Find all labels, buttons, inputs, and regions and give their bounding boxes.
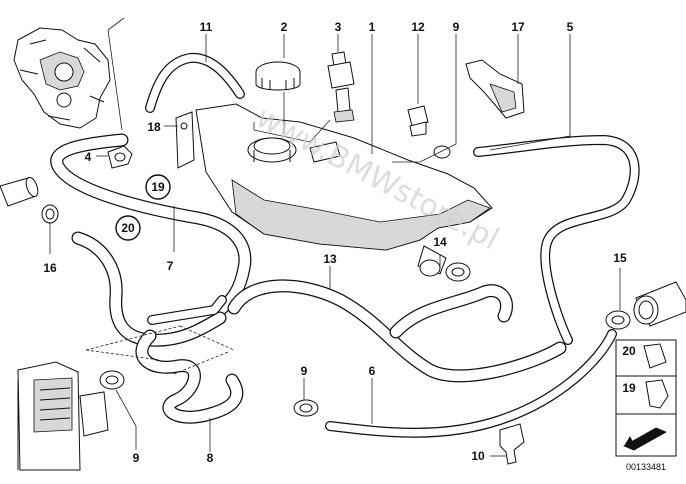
callout-20: 20 xyxy=(121,221,135,235)
callout-7: 7 xyxy=(167,259,174,273)
callouts: 11 2 3 1 12 9 17 5 18 4 19 20 7 16 13 14… xyxy=(43,20,627,465)
callout-8: 8 xyxy=(207,451,214,465)
pipe-stub-right xyxy=(633,281,686,327)
callout-11: 11 xyxy=(200,20,213,34)
callout-15: 15 xyxy=(613,251,627,265)
legend-arrow-icon xyxy=(623,427,667,451)
callout-3: 3 xyxy=(335,20,342,34)
callout-19: 19 xyxy=(151,180,165,194)
cap-sensor-bracket xyxy=(253,119,331,143)
callout-18: 18 xyxy=(147,120,161,134)
callout-9-top: 9 xyxy=(453,20,460,34)
callout-6: 6 xyxy=(369,364,376,378)
legend-arrowhead-icon xyxy=(624,436,636,448)
callout-1: 1 xyxy=(369,20,376,34)
callout-12: 12 xyxy=(411,20,425,34)
clip-12 xyxy=(407,105,429,137)
rivet-10 xyxy=(499,423,525,465)
assembly-bracket-lines xyxy=(85,325,235,375)
callout-17: 17 xyxy=(511,20,525,34)
callout-2: 2 xyxy=(281,20,288,34)
document-number: 00133481 xyxy=(626,462,666,472)
engine-component-top-left xyxy=(13,17,125,131)
leader-lines xyxy=(49,34,621,457)
legend-clip-20-icon xyxy=(643,343,667,369)
level-sensor xyxy=(327,51,355,123)
callout-4: 4 xyxy=(85,150,92,164)
callout-5: 5 xyxy=(567,20,574,34)
callout-9-middle: 9 xyxy=(301,364,308,378)
callout-20-circle xyxy=(115,215,141,241)
filler-cap xyxy=(255,61,301,91)
legend-panel: 20 19 00133481 xyxy=(615,339,677,472)
callout-16: 16 xyxy=(43,261,57,275)
bracket-17 xyxy=(465,59,525,119)
callout-19-circle xyxy=(145,174,171,200)
hoses xyxy=(50,52,640,438)
pipe-stub-left xyxy=(0,176,59,224)
legend-label-20: 20 xyxy=(622,344,636,358)
callout-9-bottom-left: 9 xyxy=(133,451,140,465)
callout-14: 14 xyxy=(433,235,447,249)
legend-label-19: 19 xyxy=(622,381,636,395)
legend-clip-19-icon xyxy=(645,379,669,409)
callout-10: 10 xyxy=(471,449,485,463)
bolt-4 xyxy=(107,145,133,169)
callout-13: 13 xyxy=(323,252,337,266)
radiator-bottom-left xyxy=(17,361,109,471)
